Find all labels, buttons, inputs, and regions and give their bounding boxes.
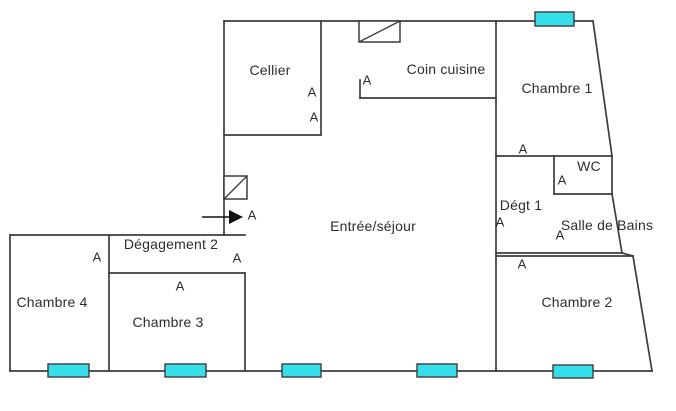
window-symbol <box>552 364 594 379</box>
window-symbol <box>164 363 207 378</box>
door-marker: A <box>362 72 372 88</box>
room-label-d-gt-1: Dégt 1 <box>499 197 543 213</box>
room-label-salle-de-bains: Salle de Bains <box>560 217 654 233</box>
vent-hatch-diagonal <box>223 175 248 200</box>
window-symbol <box>416 363 458 378</box>
room-label-chambre-3: Chambre 3 <box>132 314 204 330</box>
door-marker: A <box>232 250 242 266</box>
door-marker: A <box>557 172 567 188</box>
door-marker: A <box>307 84 317 100</box>
room-label-chambre-2: Chambre 2 <box>541 294 613 310</box>
room-label-chambre-1: Chambre 1 <box>521 80 593 96</box>
door-marker: A <box>92 249 102 265</box>
room-label-d-gagement-2: Dégagement 2 <box>123 236 219 252</box>
wall-segment <box>632 255 653 372</box>
room-label-cellier: Cellier <box>249 62 291 78</box>
door-marker: A <box>175 278 185 294</box>
room-label-coin-cuisine: Coin cuisine <box>406 61 486 77</box>
entry-arrow-head <box>229 210 243 224</box>
room-label-chambre-4: Chambre 4 <box>16 294 88 310</box>
vent-hatch-diagonal <box>358 20 401 43</box>
door-marker: A <box>309 109 319 125</box>
door-marker: A <box>555 227 565 243</box>
room-label-entr-e-s-jour: Entrée/séjour <box>330 218 416 234</box>
window-symbol <box>534 11 575 27</box>
door-marker: A <box>517 256 527 272</box>
room-label-wc: WC <box>577 158 601 174</box>
wall-segment <box>611 193 623 254</box>
door-marker: A <box>518 141 528 157</box>
window-symbol <box>281 363 322 378</box>
wall-segment <box>592 20 613 157</box>
door-marker: A <box>495 214 505 230</box>
door-marker: A <box>247 207 257 223</box>
window-symbol <box>47 363 90 378</box>
